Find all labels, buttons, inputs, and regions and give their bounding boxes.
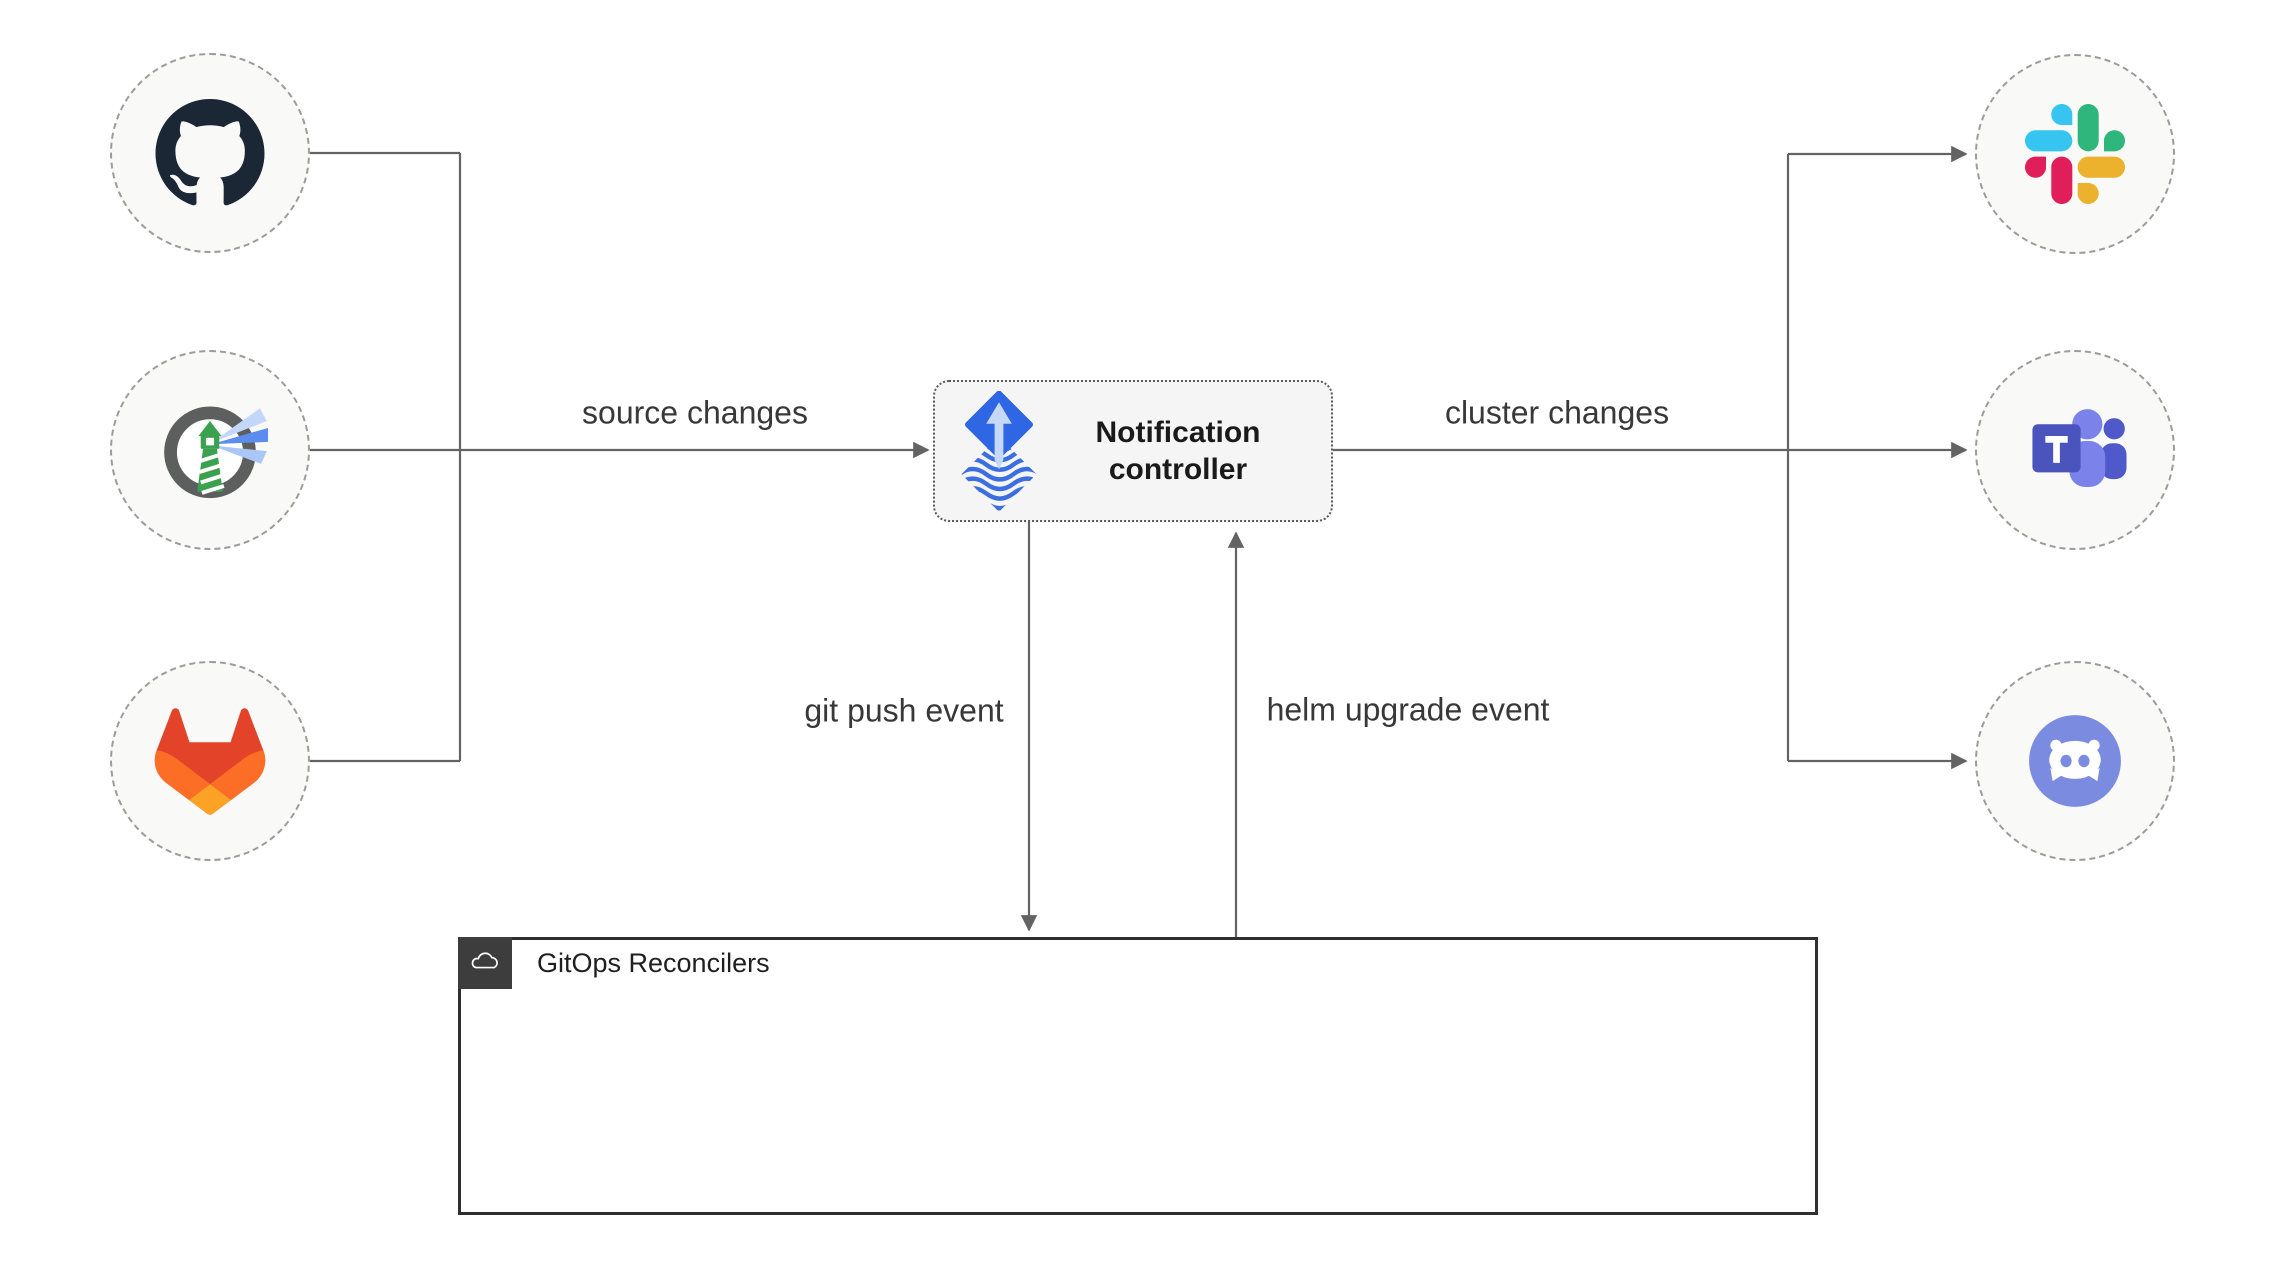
flux-icon (959, 391, 1039, 511)
cloud-icon (471, 952, 498, 969)
harbor-icon (164, 406, 268, 499)
github-icon (155, 98, 265, 205)
gitops-reconcilers-title: GitOps Reconcilers (537, 947, 770, 978)
node-discord (1975, 661, 2175, 861)
container-badge (458, 937, 512, 989)
gitops-reconcilers-container: GitOps Reconcilers Source controller Kus… (458, 937, 1818, 1215)
node-slack (1975, 54, 2175, 254)
notification-controller-label: Notification controller (1095, 415, 1261, 487)
ms-teams-icon (2032, 409, 2127, 487)
node-github (110, 53, 310, 253)
node-harbor (110, 350, 310, 550)
edge-label-helm-upgrade-event: helm upgrade event (1266, 691, 1550, 728)
slack-icon (2025, 104, 2125, 204)
discord-icon (2029, 715, 2121, 807)
node-gitlab (110, 661, 310, 861)
gitlab-icon (154, 707, 266, 815)
edge-label-cluster-changes: cluster changes (1444, 394, 1670, 431)
edge-label-git-push-event: git push event (804, 692, 1004, 729)
edge-label-source-changes: source changes (582, 394, 808, 431)
node-notification-controller: Notification controller (933, 380, 1333, 522)
node-ms-teams (1975, 350, 2175, 550)
